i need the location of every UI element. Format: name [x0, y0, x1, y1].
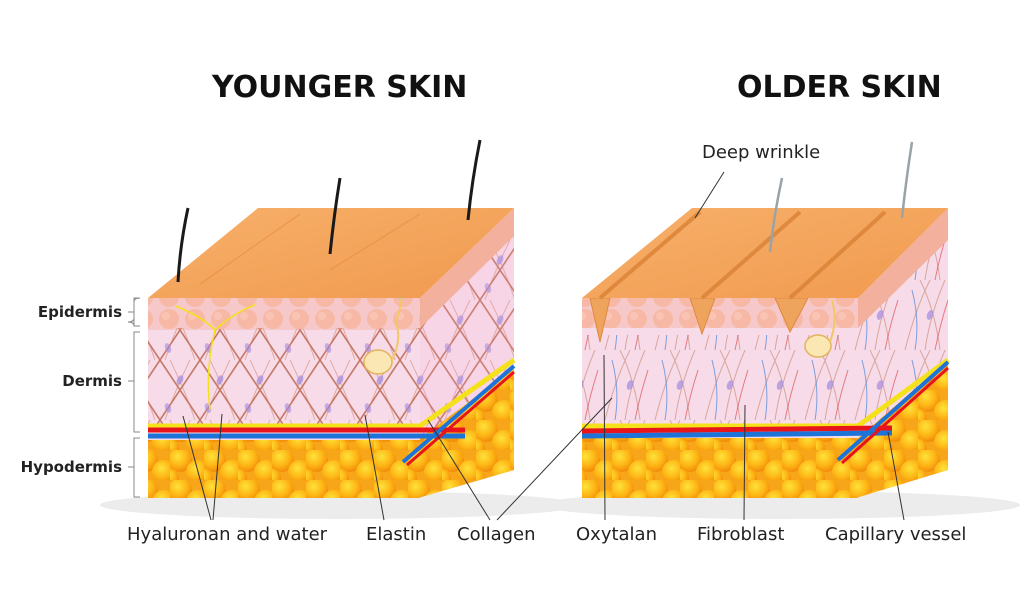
label-dermis: Dermis	[62, 372, 122, 390]
callout-capillary-vessel: Capillary vessel	[825, 524, 967, 545]
hair-1	[176, 207, 190, 283]
younger-skin-block	[148, 139, 516, 498]
older-skin-block	[581, 141, 950, 498]
label-epidermis: Epidermis	[37, 303, 122, 321]
skin-surface-old	[582, 208, 948, 298]
epidermis-front-old	[582, 298, 858, 328]
callout-elastin: Elastin	[366, 524, 427, 545]
label-hypodermis: Hypodermis	[20, 458, 122, 476]
callout-fibroblast: Fibroblast	[697, 524, 785, 545]
callout-oxytalan: Oxytalan	[576, 524, 657, 545]
title-younger-skin: YOUNGER SKIN	[212, 70, 468, 105]
hair-3	[466, 139, 482, 221]
title-older-skin: OLDER SKIN	[737, 70, 942, 105]
gray-hair-2	[900, 141, 914, 219]
callout-deep-wrinkle: Deep wrinkle	[702, 142, 821, 163]
layer-brackets	[127, 297, 141, 498]
hypodermis-front-young	[148, 440, 420, 498]
leader-lines	[182, 171, 905, 521]
callout-collagen: Collagen	[457, 524, 536, 545]
hair-2	[328, 177, 342, 255]
callout-hyaluronan: Hyaluronan and water	[127, 524, 328, 545]
gray-hair-1	[768, 177, 784, 253]
hypodermis-front-old	[582, 438, 858, 498]
